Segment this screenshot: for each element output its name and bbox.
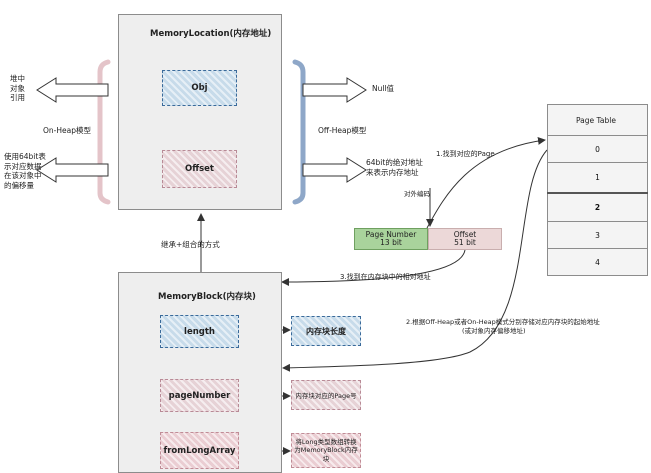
obj-field: Obj <box>162 70 237 106</box>
page-table-row-3: 3 <box>547 221 648 248</box>
step2-curve <box>282 149 548 372</box>
encode-label: 对外编码 <box>404 190 430 198</box>
encoded-offset-cell: Offset 51 bit <box>428 228 502 250</box>
page-table-row-4: 4 <box>547 248 648 276</box>
page-number-bits: 13 bit <box>380 238 402 247</box>
page-table-row-1: 1 <box>547 162 648 192</box>
encoded-offset-text: Offset <box>453 229 477 239</box>
off-heap-label: Off-Heap模型 <box>318 126 367 135</box>
memory-block-title: MemoryBlock(内存块) <box>158 292 256 302</box>
null-label: Null值 <box>372 84 395 93</box>
off-heap-bracket <box>292 59 306 205</box>
on-heap-bracket <box>97 59 111 205</box>
page-number-cell: Page Number 13 bit <box>354 228 428 250</box>
find-offset-label: 3.找到在内存块中的相对地址 <box>340 273 431 281</box>
find-offset-curve <box>281 249 466 286</box>
abs-addr-label: 64bit的绝对地址 来表示内存地址 <box>366 158 423 177</box>
offset-desc-label: 使用64bit表 示对应数据 在该对象中 的偏移量 <box>4 152 46 190</box>
page-table-row-2: 2 <box>547 192 648 221</box>
on-heap-label: On-Heap模型 <box>43 126 91 135</box>
from-long-array-field: fromLongArray <box>160 432 239 469</box>
abs-addr-arrow <box>302 157 367 183</box>
find-page-label: 1.找到对应的Page <box>436 150 495 158</box>
encoded-offset-bits: 51 bit <box>454 238 476 247</box>
inherit-label: 继承+组合的方式 <box>161 240 220 249</box>
offset-field: Offset <box>162 150 237 188</box>
page-number-desc: 内存块对应的Page号 <box>291 380 361 410</box>
page-table-title: Page Table <box>576 116 616 125</box>
length-desc: 内存块长度 <box>291 316 361 346</box>
null-arrow <box>302 77 367 103</box>
step2-label: 2.根据Off-Heap或者On-Heap模式分别存储对应内存块的起始地址 (或… <box>406 318 600 335</box>
page-table-row-0: 0 <box>547 135 648 162</box>
page-table <box>547 104 648 276</box>
page-number-text: Page Number <box>365 229 417 239</box>
memory-location-title: MemoryLocation(内存地址) <box>150 29 272 39</box>
memory-block-box <box>118 272 282 473</box>
find-page-curve <box>426 136 546 229</box>
length-field: length <box>160 315 239 348</box>
heap-ref-arrow <box>36 77 109 103</box>
page-number-field: pageNumber <box>160 379 239 412</box>
heap-ref-label: 堆中 对象 引用 <box>10 74 25 102</box>
from-long-array-desc: 将Long类型数组转换 为MemoryBlock内存 块 <box>291 433 361 468</box>
offset-desc-arrow <box>36 157 109 183</box>
